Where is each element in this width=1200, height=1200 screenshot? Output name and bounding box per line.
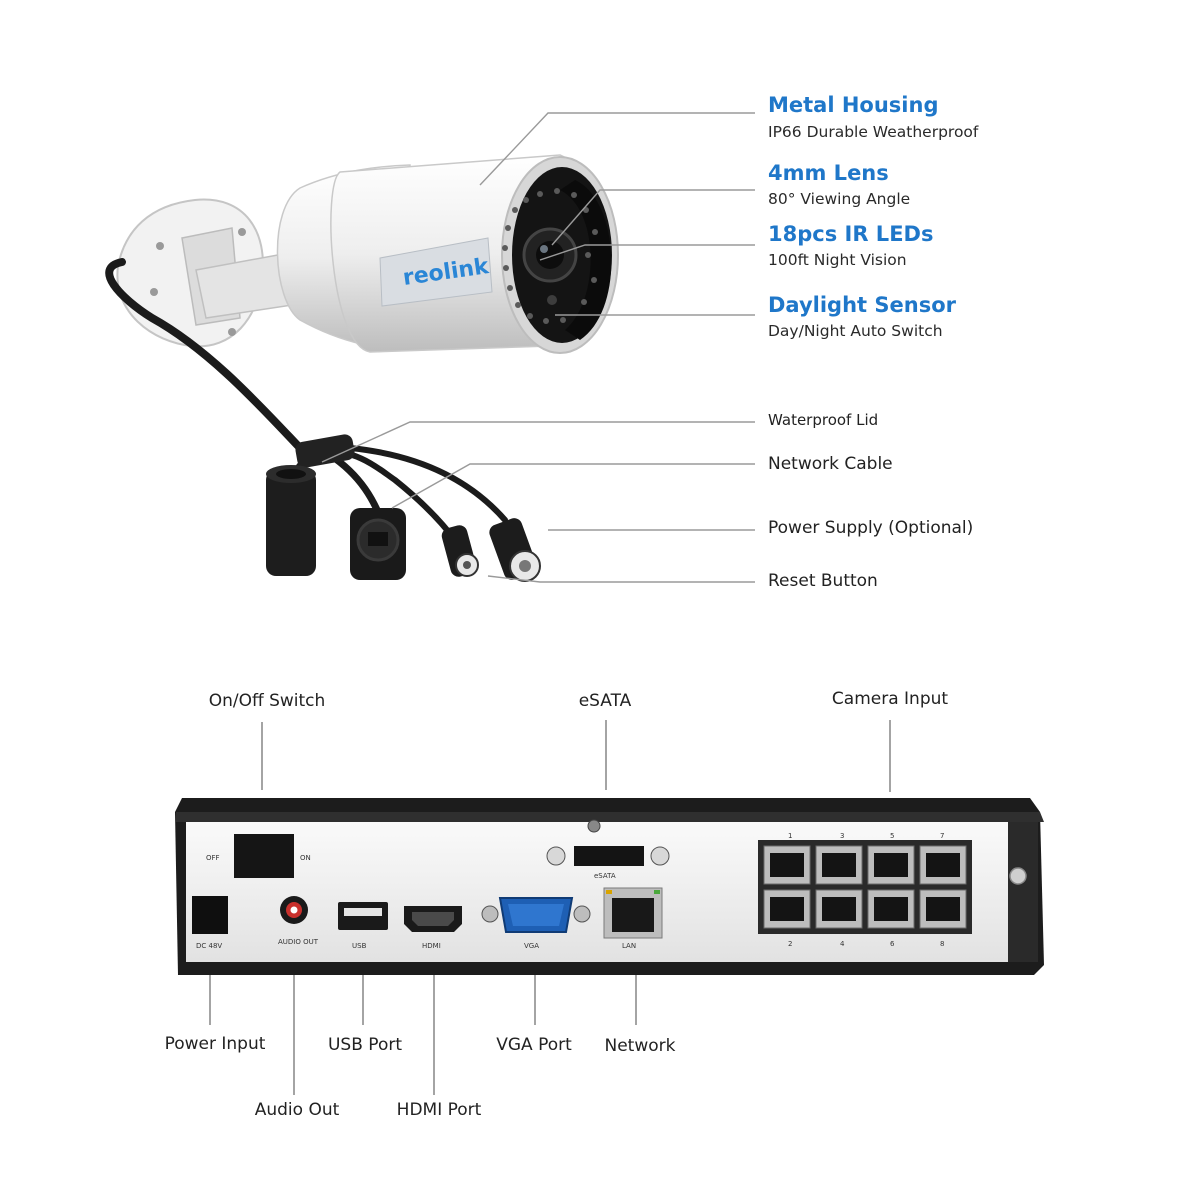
port-label-7: 7: [940, 832, 944, 840]
port-label-6: 6: [890, 940, 895, 948]
label-on-off-switch: On/Off Switch: [208, 691, 326, 711]
label-esata: eSATA: [578, 691, 632, 711]
nvr-device: OFF ON DC 48V AUDIO OUT USB HDMI VGA LAN: [175, 798, 1044, 975]
label-power-input: Power Input: [164, 1034, 266, 1054]
feature-subtitle-lens: 80° Viewing Angle: [768, 190, 911, 208]
camera-input-port-socket-8: [926, 897, 960, 921]
power-input-port: [192, 896, 228, 934]
esata-port: [574, 846, 644, 866]
feature-subtitle-daylight-sensor: Day/Night Auto Switch: [768, 322, 943, 340]
camera-input-port-socket-1: [770, 853, 804, 877]
callout-waterproof-lid: Waterproof Lid: [768, 411, 879, 429]
label-vga-port: VGA Port: [496, 1035, 572, 1055]
port-label-4: 4: [840, 940, 845, 948]
label-hdmi-port: HDMI Port: [396, 1100, 482, 1120]
port-label-5: 5: [890, 832, 894, 840]
usb-label: USB: [352, 942, 367, 950]
feature-title-lens: 4mm Lens: [768, 161, 889, 185]
label-audio-out: Audio Out: [254, 1100, 340, 1120]
switch-off-label: OFF: [206, 854, 220, 862]
camera-input-ports: [758, 840, 972, 934]
camera-leader-lines: [321, 112, 755, 583]
feature-title-daylight-sensor: Daylight Sensor: [768, 293, 956, 317]
port-label-3: 3: [840, 832, 844, 840]
label-usb-port: USB Port: [327, 1035, 403, 1055]
feature-subtitle-metal-housing: IP66 Durable Weatherproof: [768, 123, 979, 141]
port-label-2: 2: [788, 940, 792, 948]
dc-label: DC 48V: [196, 942, 222, 950]
camera-connectors: [266, 434, 541, 582]
feature-subtitle-ir-leds: 100ft Night Vision: [768, 251, 907, 269]
power-switch: [234, 834, 294, 878]
lan-label: LAN: [622, 942, 636, 950]
switch-on-label: ON: [300, 854, 311, 862]
label-network: Network: [604, 1036, 676, 1056]
feature-title-ir-leds: 18pcs IR LEDs: [768, 222, 934, 246]
audio-label: AUDIO OUT: [278, 938, 319, 946]
camera-input-port-socket-5: [770, 897, 804, 921]
camera-input-port-socket-6: [822, 897, 856, 921]
feature-title-metal-housing: Metal Housing: [768, 93, 939, 117]
callout-network-cable: Network Cable: [768, 454, 893, 474]
nvr-leader-lines: [209, 720, 891, 1095]
hdmi-label: HDMI: [422, 942, 441, 950]
esata-label: eSATA: [594, 872, 616, 880]
camera-input-port-socket-7: [874, 897, 908, 921]
callout-reset-button: Reset Button: [768, 571, 878, 591]
label-camera-input: Camera Input: [831, 689, 949, 709]
camera-input-port-socket-4: [926, 853, 960, 877]
vga-label: VGA: [524, 942, 539, 950]
callout-power-supply: Power Supply (Optional): [768, 518, 974, 538]
camera-input-port-socket-3: [874, 853, 908, 877]
camera-input-port-socket-2: [822, 853, 856, 877]
port-label-1: 1: [788, 832, 792, 840]
camera-body: reolink: [276, 154, 619, 354]
port-label-8: 8: [940, 940, 944, 948]
